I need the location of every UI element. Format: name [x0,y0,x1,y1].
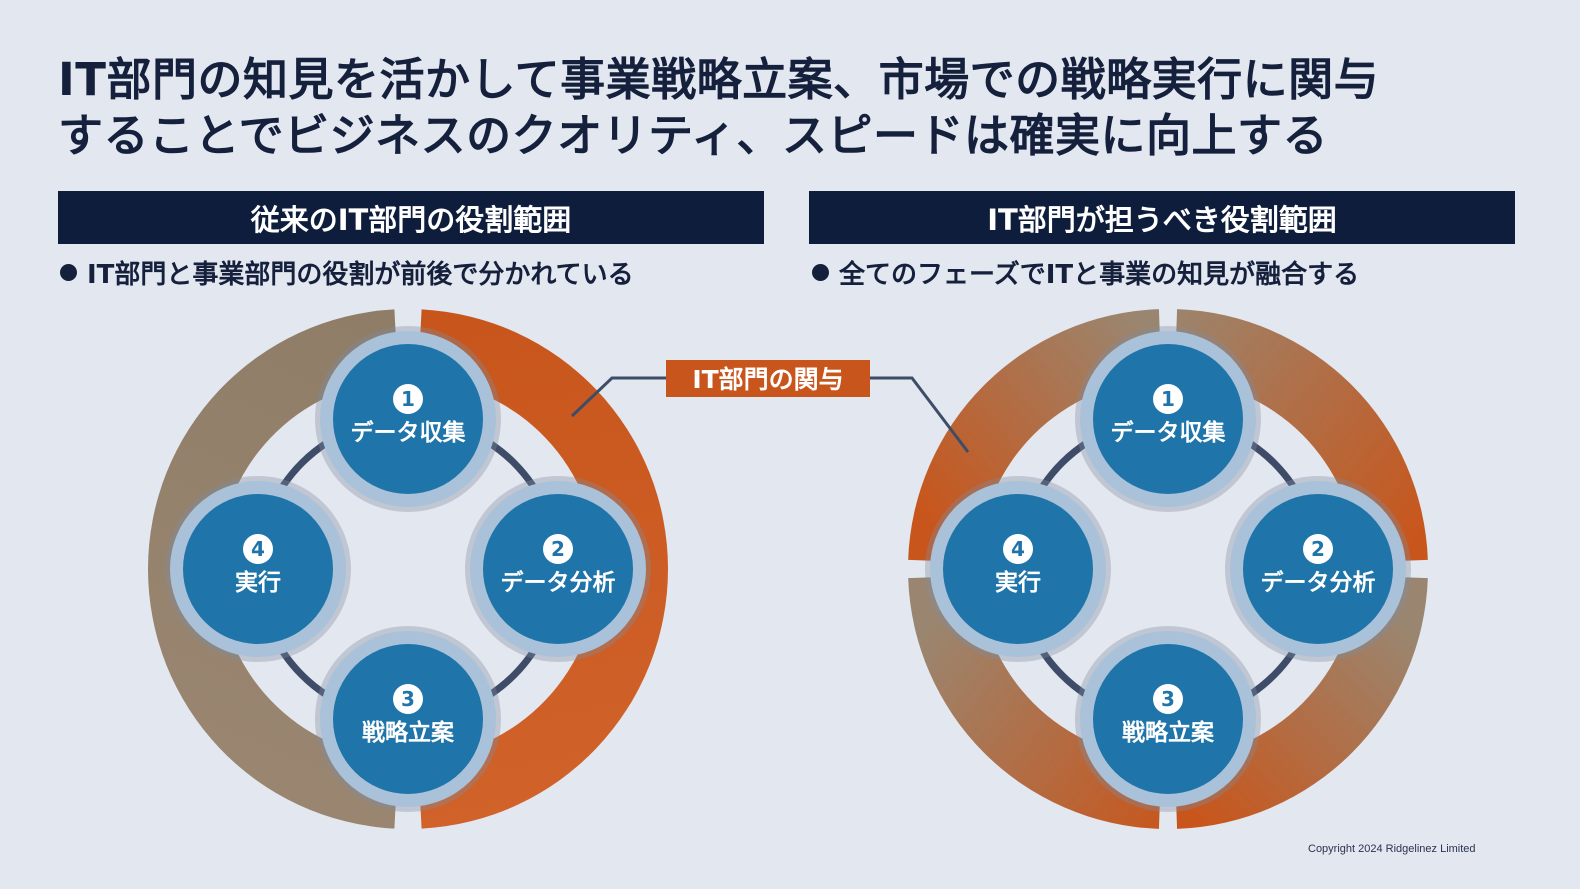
phase-number-badge [1303,534,1333,564]
phase-circle [333,344,483,494]
left-panel-bullet: IT部門と事業部門の役割が前後で分かれている [60,254,634,291]
phase-node-1: 1 データ収集 [1075,326,1261,512]
phase-node-1: 1 データ収集 [315,326,501,512]
phase-label: データ収集 [351,419,467,446]
callout-label: IT部門の関与 [692,365,843,394]
phase-label: 実行 [995,569,1041,596]
phase-number-badge [393,684,423,714]
phase-label: データ収集 [1111,419,1227,446]
phase-label: 戦略立案 [1122,719,1215,746]
phase-number: 4 [251,537,265,561]
right-cycle-diagram: 1 データ収集 2 データ分析 3 戦略立案 4 実行 [908,309,1428,829]
phase-number-badge [243,534,273,564]
phase-number: 1 [401,387,415,411]
phase-label: 戦略立案 [362,719,455,746]
phase-number-badge [543,534,573,564]
callout-leader-left [570,376,668,418]
phase-label: データ分析 [1261,569,1376,596]
phase-circle [183,494,333,644]
phase-label: データ分析 [501,569,616,596]
headline-line-2: することでビジネスのクオリティ、スピードは確実に向上する [58,109,1328,162]
phase-number: 1 [1161,387,1175,411]
phase-circle [333,644,483,794]
callout-box [666,360,870,397]
headline-line-1: IT部門の知見を活かして事業戦略立案、市場での戦略実行に関与 [58,53,1380,106]
phase-circle [943,494,1093,644]
phase-node-4: 4 実行 [165,476,351,662]
left-cycle-diagram: 1 データ収集 2 データ分析 3 戦略立案 4 実行 [147,309,669,829]
phase-number-badge [1153,384,1183,414]
phase-circle [1093,344,1243,494]
it-involvement-callout: IT部門の関与 [570,360,970,453]
phase-node-2: 2 データ分析 [1225,476,1411,662]
phase-number: 3 [401,687,415,711]
left-bullet-text: IT部門と事業部門の役割が前後で分かれている [87,260,634,290]
phase-number-badge [393,384,423,414]
business-role-ring-segment [147,309,399,829]
phase-circle [483,494,633,644]
headline: IT部門の知見を活かして事業戦略立案、市場での戦略実行に関与 することでビジネス… [58,52,1538,164]
bullet-dot-icon [60,264,77,281]
phase-node-4: 4 実行 [925,476,1111,662]
copyright: Copyright 2024 Ridgelinez Limited [1308,843,1476,855]
bullet-dot-icon [812,264,829,281]
phase-label: 実行 [235,569,281,596]
callout-leader-right [868,376,970,453]
right-panel-title: IT部門が担うべき役割範囲 [809,191,1515,244]
right-panel-bullet: 全てのフェーズでITと事業の知見が融合する [812,254,1359,291]
phase-number-badge [1153,684,1183,714]
right-bullet-text: 全てのフェーズでITと事業の知見が融合する [839,260,1360,290]
it-role-ring-segment [417,309,669,829]
phase-number: 4 [1011,537,1025,561]
phase-node-3: 3 戦略立案 [1075,626,1261,812]
phase-circle [1093,644,1243,794]
phase-node-2: 2 データ分析 [465,476,651,662]
phase-number-badge [1003,534,1033,564]
left-panel-title: 従来のIT部門の役割範囲 [58,191,764,244]
phase-node-3: 3 戦略立案 [315,626,501,812]
phase-number: 2 [1311,537,1325,561]
phase-circle [1243,494,1393,644]
phase-number: 3 [1161,687,1175,711]
phase-number: 2 [551,537,565,561]
